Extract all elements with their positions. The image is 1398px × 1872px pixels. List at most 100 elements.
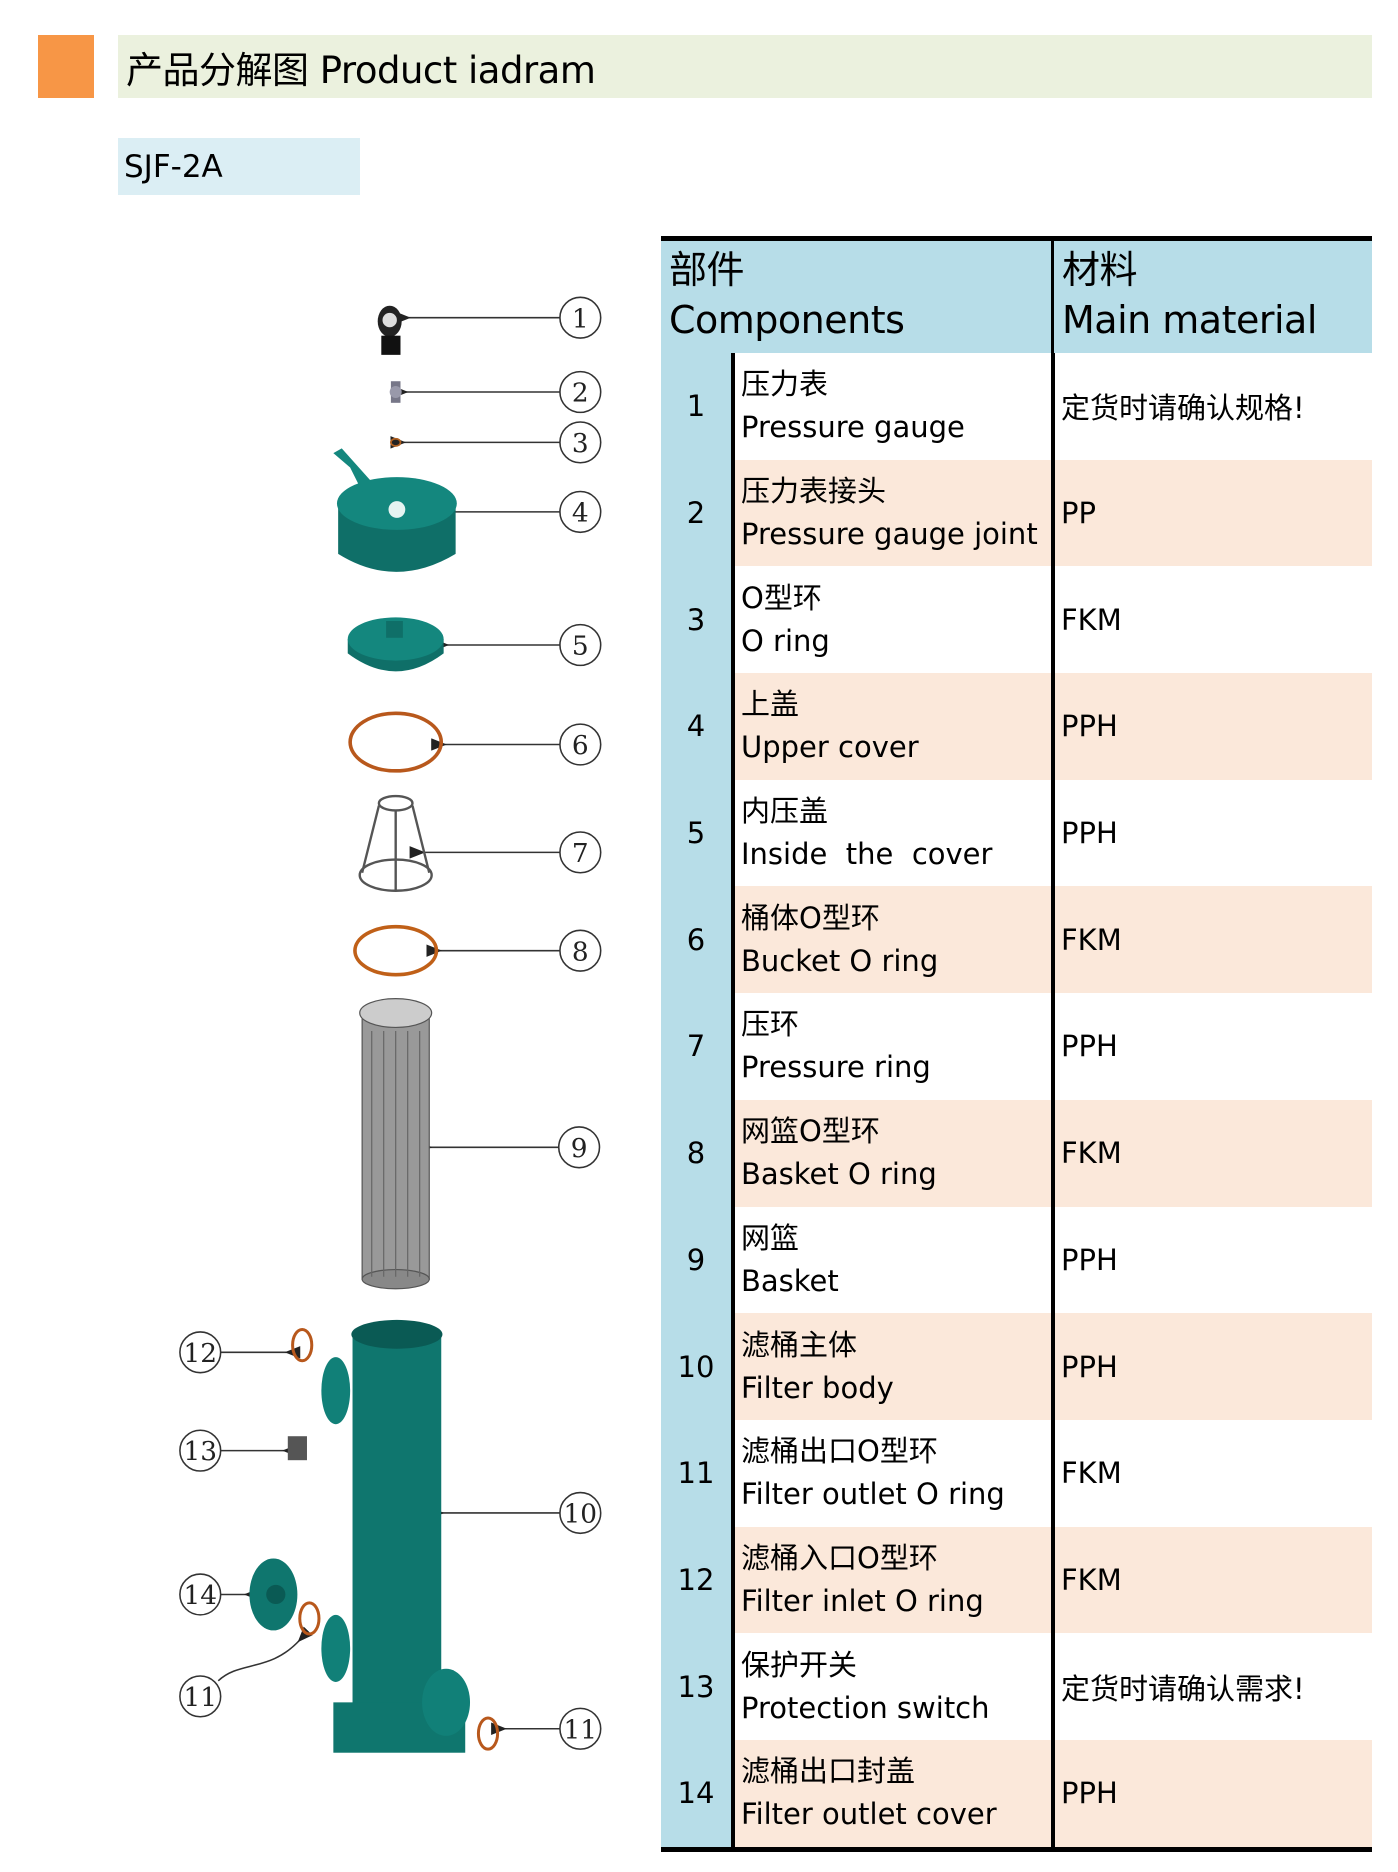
component-cn: 滤桶出口O型环	[741, 1434, 938, 1469]
material-cell: PPH	[1051, 1313, 1372, 1420]
callout-4: 4	[572, 498, 589, 528]
callout-2: 2	[572, 379, 589, 409]
component-cell: 滤桶入口O型环 Filter inlet O ring	[735, 1526, 1051, 1634]
callout-7: 7	[572, 839, 589, 869]
row-number: 4	[661, 673, 735, 780]
model-label: SJF-2A	[124, 148, 223, 185]
component-en: O ring	[741, 623, 830, 658]
basket-part	[359, 998, 433, 1290]
callout-8: 8	[572, 937, 589, 967]
callout-1: 1	[572, 304, 589, 334]
header-components-cn: 部件	[669, 248, 745, 292]
row-number: 8	[661, 1099, 735, 1207]
material-cell: PP	[1051, 459, 1372, 567]
gauge-joint-part	[389, 381, 402, 403]
callout-5: 5	[572, 632, 589, 662]
material-cell: FKM	[1051, 566, 1372, 674]
pressure-gauge-part	[377, 305, 402, 355]
component-en: Filter inlet O ring	[741, 1583, 984, 1618]
component-cn: 滤桶出口封盖	[741, 1754, 916, 1789]
component-cell: 网篮O型环 Basket O ring	[735, 1099, 1051, 1207]
component-cell: 压环 Pressure ring	[735, 993, 1051, 1100]
material-cell: PPH	[1051, 1739, 1372, 1847]
component-cn: 网篮O型环	[741, 1114, 880, 1149]
component-cn: 内压盖	[741, 794, 829, 829]
callout-12: 12	[184, 1339, 218, 1369]
upper-cover-part	[333, 448, 457, 572]
component-en: Upper cover	[741, 730, 919, 765]
component-cn: O型环	[741, 580, 822, 615]
component-cn: 滤桶入口O型环	[741, 1540, 938, 1575]
outlet-o-ring-part-left	[298, 1601, 321, 1636]
page-title: 产品分解图 Product iadram	[126, 48, 596, 92]
component-en: Inside the cover	[741, 837, 993, 872]
component-en: Filter outlet cover	[741, 1797, 997, 1832]
component-en: Protection switch	[741, 1690, 990, 1725]
outlet-cover-part	[249, 1558, 298, 1631]
row-number: 10	[661, 1313, 735, 1420]
pressure-ring-part	[358, 794, 433, 892]
component-en: Pressure ring	[741, 1050, 931, 1085]
inside-cover-part	[347, 617, 444, 672]
outlet-o-ring-part-right	[476, 1716, 500, 1751]
inlet-o-ring-part	[291, 1328, 314, 1363]
component-en: Pressure gauge	[741, 410, 965, 445]
material-cell: FKM	[1051, 1099, 1372, 1207]
component-en: Pressure gauge joint	[741, 517, 1038, 552]
material-cell: FKM	[1051, 886, 1372, 994]
row-number: 2	[661, 459, 735, 567]
model-label-box: SJF-2A	[118, 138, 360, 195]
material-cell: PPH	[1051, 779, 1372, 887]
row-number: 6	[661, 886, 735, 994]
small-o-ring-part	[389, 437, 402, 447]
header-material: 材料 Main material	[1051, 241, 1372, 353]
material-cell: FKM	[1051, 1419, 1372, 1527]
row-number: 11	[661, 1419, 735, 1527]
callout-11-left: 11	[184, 1683, 218, 1713]
row-number: 5	[661, 779, 735, 887]
filter-body-part	[321, 1319, 471, 1753]
row-number: 12	[661, 1526, 735, 1634]
component-cn: 滤桶主体	[741, 1327, 858, 1362]
component-cell: 上盖 Upper cover	[735, 673, 1051, 780]
basket-o-ring-part	[353, 924, 439, 977]
row-number: 13	[661, 1633, 735, 1740]
component-cn: 网篮	[741, 1220, 800, 1255]
header-material-cn: 材料	[1062, 248, 1138, 292]
material-cell: FKM	[1051, 1526, 1372, 1634]
component-cell: 压力表 Pressure gauge	[735, 353, 1051, 460]
component-en: Basket O ring	[741, 1157, 937, 1192]
component-cn: 上盖	[741, 687, 800, 722]
material-cell: PPH	[1051, 1206, 1372, 1314]
row-number: 9	[661, 1206, 735, 1314]
component-en: Basket	[741, 1263, 839, 1298]
row-number: 14	[661, 1739, 735, 1847]
material-cell: PPH	[1051, 993, 1372, 1100]
callout-9: 9	[571, 1134, 588, 1164]
component-cn: 压环	[741, 1007, 800, 1042]
callout-10: 10	[564, 1500, 598, 1530]
callout-14: 14	[184, 1581, 218, 1611]
section-marker	[38, 35, 94, 98]
component-cn: 桶体O型环	[741, 900, 880, 935]
component-cell: O型环 O ring	[735, 566, 1051, 673]
component-cn: 压力表	[741, 367, 829, 402]
callout-11-right: 11	[564, 1715, 598, 1745]
